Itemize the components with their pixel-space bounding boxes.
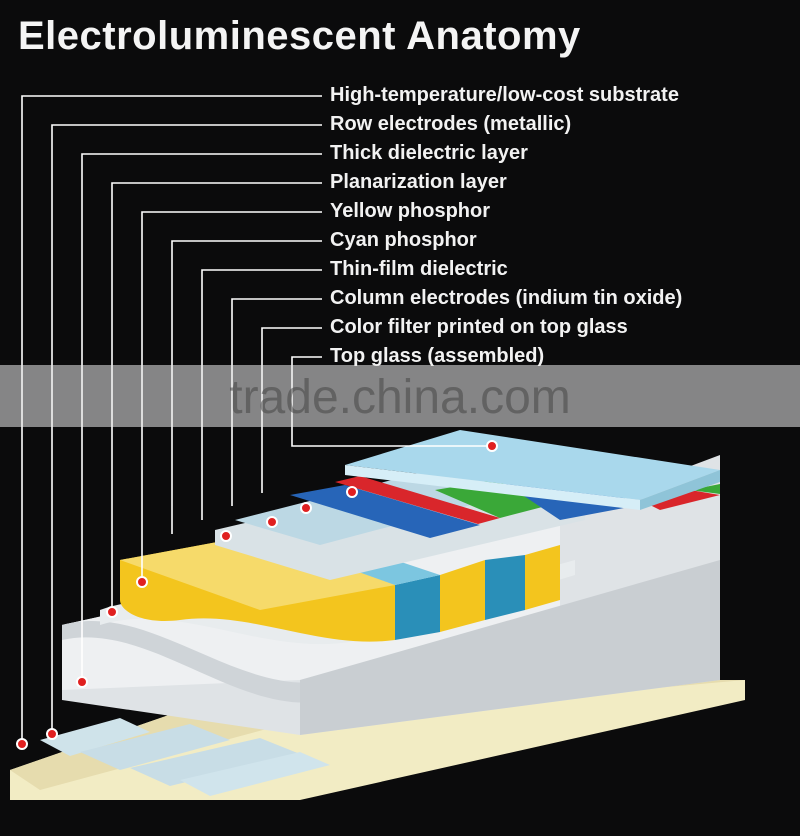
marker-column-electrodes xyxy=(300,502,312,514)
label-column-electrodes: Column electrodes (indium tin oxide) xyxy=(330,287,683,309)
marker-cyan-phosphor xyxy=(220,530,232,542)
label-thin-film-dielectric: Thin-film dielectric xyxy=(330,258,508,280)
marker-row-electrodes xyxy=(46,728,58,740)
label-yellow-phosphor: Yellow phosphor xyxy=(330,200,491,222)
watermark: trade.china.com xyxy=(229,371,571,424)
marker-substrate xyxy=(16,738,28,750)
marker-planarization xyxy=(106,606,118,618)
marker-thick-dielectric xyxy=(76,676,88,688)
label-planarization: Planarization layer xyxy=(330,171,507,193)
label-substrate: High-temperature/low-cost substrate xyxy=(330,84,679,106)
top-glass xyxy=(345,430,720,510)
marker-yellow-phosphor xyxy=(136,576,148,588)
planarization-layer xyxy=(100,560,575,645)
marker-color-filter xyxy=(346,486,358,498)
label-top-glass: Top glass (assembled) xyxy=(330,345,545,367)
label-cyan-phosphor: Cyan phosphor xyxy=(330,229,477,251)
label-thick-dielectric: Thick dielectric layer xyxy=(330,142,528,164)
row-electrodes xyxy=(40,718,330,796)
label-color-filter: Color filter printed on top glass xyxy=(330,316,628,338)
callout-markers xyxy=(16,440,498,750)
marker-top-glass xyxy=(486,440,498,452)
diagram-title: Electroluminescent Anatomy xyxy=(18,14,581,58)
marker-thin-film-dielectric xyxy=(266,516,278,528)
label-row-electrodes: Row electrodes (metallic) xyxy=(330,113,572,135)
watermark-band xyxy=(0,365,800,427)
